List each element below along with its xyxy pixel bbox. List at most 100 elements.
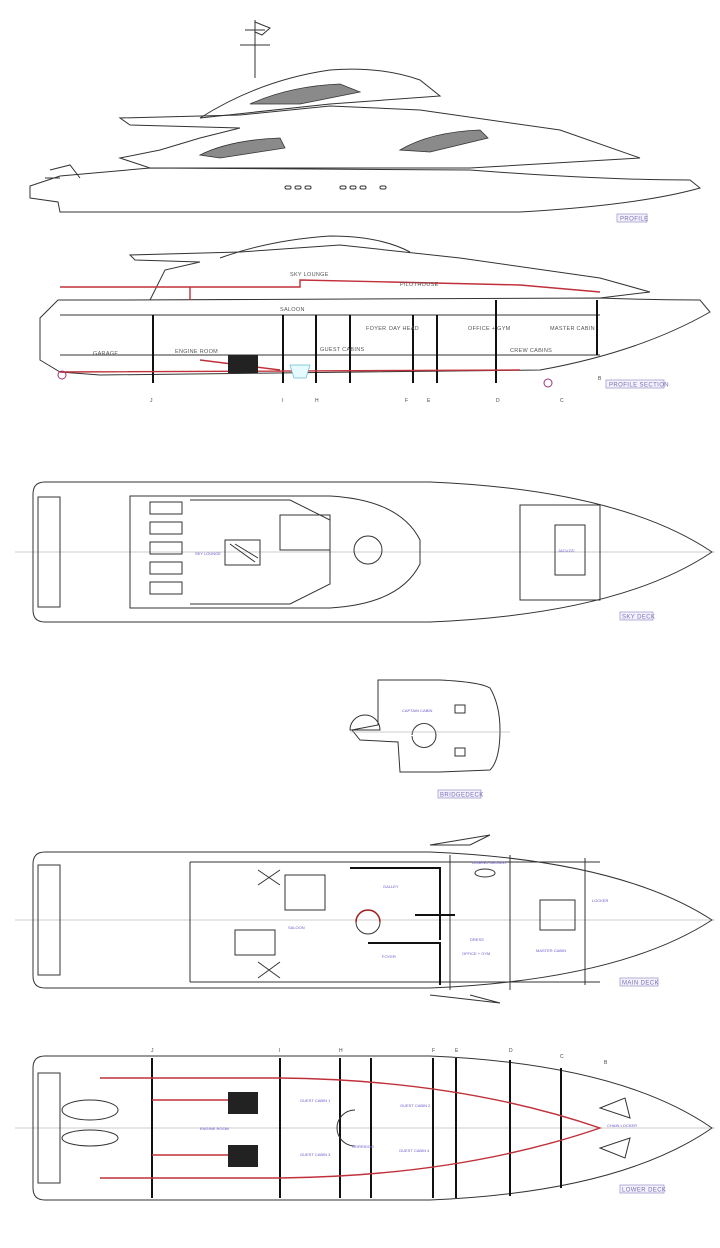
master-bed [539,899,576,931]
profile-superstructure [118,105,641,169]
room-engine-room: ENGINE ROOM [175,349,218,355]
dining-table [279,514,331,551]
room-galley: GALLEY [383,884,399,889]
tender-icon [61,1099,119,1121]
bridge-deck-label-box [437,789,482,799]
bridge-deck-outline [351,679,501,773]
profile-hull [29,167,702,213]
frame-letter: I [279,1048,280,1054]
helm-chair [454,704,466,714]
room-master-cabin-plan: MASTER CABIN [536,948,566,953]
room-foyer-plan: FOYER [382,954,396,959]
main-deck-interior [189,855,600,990]
room-guest-cabin-3: GUEST CABIN 3 [300,1152,331,1157]
frame-letter: C [560,1054,564,1060]
room-foyer: FOYER [366,326,386,332]
profile-label: PROFILE [620,217,648,223]
frame-letter: B [598,376,602,382]
swim-platform [37,1072,61,1184]
profile-forward-window [398,129,489,153]
sky-deck-view: JACUZZI SKY LOUNGE SKY DECK [15,481,715,623]
room-office-gym-plan: OFFICE + GYM [462,951,490,956]
tender-icon [61,1129,119,1147]
room-guest-cabin-4: GUEST CABIN 4 [399,1148,430,1153]
room-dress: DRESS [470,937,484,942]
anchor-icon [598,1097,631,1159]
porthole-icon [379,185,387,190]
room-guest-cabins: GUEST CABINS [320,347,364,353]
jacuzzi-tub [474,868,496,878]
room-guest-cabin-2: GUEST CABIN 2 [400,1103,431,1108]
bow-thruster-icon [543,378,553,388]
main-deck-walls [350,867,455,985]
room-garage: GARAGE [93,351,118,357]
stern-thruster-icon [57,370,67,380]
engine-icon [228,1092,258,1114]
jacuzzi [554,524,586,576]
section-bulkheads [152,300,598,383]
frame-letter: F [432,1048,435,1054]
sun-lounger [149,501,183,515]
sky-deck-bench [190,499,331,605]
lower-fuel-line [100,1077,603,1179]
profile-label-box [616,213,648,223]
lower-deck-label-box [619,1184,665,1194]
room-sky-lounge-plan: SKY LOUNGE [195,551,221,556]
skylight-hatch [257,869,281,979]
section-flybridge [219,235,411,259]
room-captain-cabin: CAPTAIN CABIN [402,708,432,713]
sky-deck-hull [32,481,713,623]
section-hull [39,297,711,376]
profile-stern-platform [45,164,81,179]
spiral-stair-icon [349,714,437,748]
profile-section-label: PROFILE SECTION [609,383,669,389]
engine-icon [228,355,258,373]
room-jacuzzi: JACUZZI [558,548,574,553]
helm-chair [454,747,466,757]
room-guest-cabin-1: GUEST CABIN 1 [300,1098,331,1103]
room-crew-cabins: CREW CABINS [510,348,552,354]
room-day-head: DAY HEAD [389,326,419,332]
room-sky-lounge: SKY LOUNGE [290,272,329,278]
profile-portholes [284,185,387,190]
section-superstructure [128,244,651,301]
porthole-icon [349,185,357,190]
foredeck-seating [519,504,601,601]
sun-lounger [149,561,183,575]
swim-platform [37,496,61,608]
profile-mast [240,20,270,78]
spiral-stair-rail [355,909,381,923]
profile-section-view: SKY LOUNGE PILOTHOUSE SALOON FOYER DAY H… [39,235,711,404]
sky-deck-label-box [619,611,654,621]
lower-deck-view: GUEST CABIN 1 GUEST CABIN 2 GUEST CABIN … [15,1048,715,1201]
room-corridor: CORRIDOR [352,1144,374,1149]
porthole-icon [359,185,367,190]
swim-platform [37,864,61,976]
section-deck-main [60,314,600,356]
sun-lounger [149,521,183,535]
lower-deck-hull [32,1055,713,1201]
porthole-icon [339,185,347,190]
profile-section-label-box [605,379,665,389]
sky-bar [224,539,261,566]
frame-letter: E [427,398,431,404]
side-boarding-platform [429,834,501,1004]
room-engine-room-plan: ENGINE ROOM [200,1126,229,1131]
bar-hatch [229,543,259,563]
frame-letter: J [150,398,153,404]
frame-letter: I [282,398,283,404]
bridge-deck-label: BRIDGEDECK [440,793,484,799]
room-chain-locker: CHAIN LOCKER [607,1123,637,1128]
sun-lounger [149,581,183,595]
sofa [234,929,276,956]
frame-letter: J [151,1048,154,1054]
sun-loungers [149,501,183,595]
profile-flag-icon [254,21,271,36]
sky-deck-label: SKY DECK [622,615,655,621]
profile-view: PROFILE [29,20,702,223]
room-locker: LOCKER [592,898,609,903]
room-office-gym: OFFICE + GYM [468,326,511,332]
porthole-icon [294,185,302,190]
